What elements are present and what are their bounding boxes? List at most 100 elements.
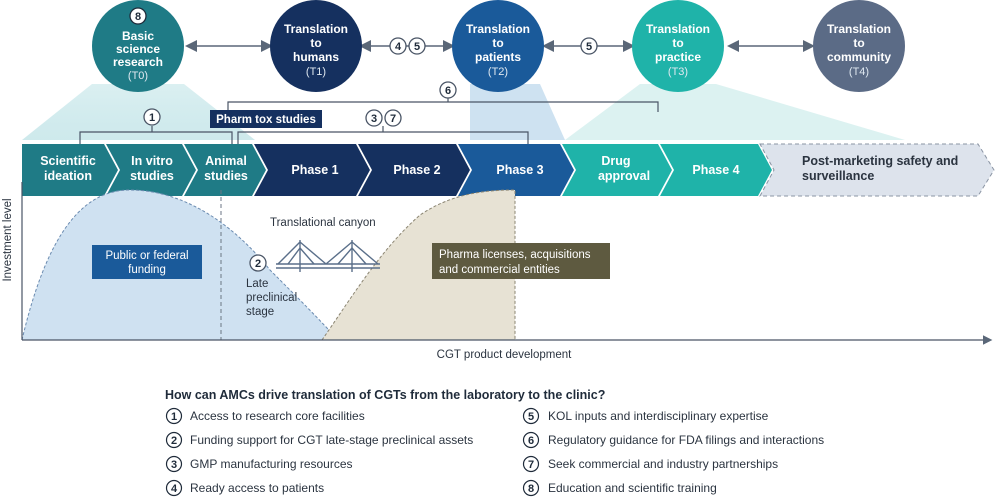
badge-4: 4 (389, 37, 407, 55)
svg-text:KOL inputs and interdisciplina: KOL inputs and interdisciplinary experti… (548, 409, 769, 423)
stage-label-6: Phase 3 (496, 163, 543, 177)
svg-text:Funding support for CGT late-s: Funding support for CGT late-stage precl… (190, 433, 473, 447)
badge-7: 7 (384, 109, 402, 127)
svg-text:4: 4 (395, 41, 402, 53)
stage-phase3 (458, 144, 574, 196)
stage-phase1 (254, 144, 370, 196)
svg-text:science: science (116, 42, 160, 56)
public-funding-box: Public or federal funding (92, 245, 202, 279)
svg-text:research: research (113, 55, 163, 69)
svg-text:GMP manufacturing resources: GMP manufacturing resources (190, 457, 353, 471)
svg-text:8: 8 (135, 11, 141, 23)
fan-t3 (565, 84, 905, 140)
svg-text:3: 3 (371, 113, 377, 125)
svg-text:Ready access to patients: Ready access to patients (190, 481, 324, 495)
bracket-37 (237, 126, 529, 144)
svg-text:1: 1 (149, 112, 155, 124)
stage-label-1b: ideation (44, 169, 92, 183)
svg-text:(T0): (T0) (128, 70, 148, 82)
badge-6: 6 (439, 81, 457, 102)
svg-text:to: to (672, 36, 683, 50)
bracket-1 (79, 126, 233, 144)
svg-text:humans: humans (293, 50, 339, 64)
pharma-curve (321, 189, 516, 341)
investment-plot: Investment level CGT product development… (2, 182, 993, 361)
stage-post-marketing (759, 143, 995, 197)
y-axis-label: Investment level (2, 198, 14, 281)
stage-label-2a: In vitro (131, 154, 173, 168)
svg-text:to: to (492, 36, 503, 50)
badge-5: 5 (408, 37, 426, 55)
svg-text:(T2): (T2) (488, 66, 508, 78)
svg-text:5: 5 (586, 41, 592, 53)
stage-label-8: Phase 4 (692, 163, 739, 177)
connector-badges: 4 5 5 (389, 37, 598, 55)
stage-scientific-ideation (22, 144, 118, 196)
svg-text:community: community (827, 50, 891, 64)
svg-text:funding: funding (128, 264, 166, 276)
late-preclinical-line2: preclinical (246, 292, 297, 304)
stage-drug-approval (562, 144, 672, 196)
svg-text:Pharma licenses, acquisitions: Pharma licenses, acquisitions (439, 249, 591, 261)
svg-text:and commercial entities: and commercial entities (439, 264, 560, 276)
stage-label-1a: Scientific (40, 154, 96, 168)
svg-text:to: to (853, 36, 864, 50)
svg-text:patients: patients (475, 50, 521, 64)
svg-text:Access to research core facili: Access to research core facilities (190, 409, 365, 423)
translational-canyon-label: Translational canyon (270, 217, 376, 229)
badge-2: 2 (249, 254, 267, 272)
circle-t3: Translation to practice (T3) (632, 0, 724, 92)
svg-text:(T4): (T4) (849, 66, 869, 78)
late-preclinical-line3: stage (246, 306, 274, 318)
fan-t2 (470, 84, 565, 140)
circle-t1: Translation to humans (T1) (270, 0, 362, 92)
svg-text:7: 7 (528, 459, 534, 471)
list-item-7: 7 Seek commercial and industry partnersh… (522, 455, 778, 473)
list-item-1: 1 Access to research core facilities (165, 407, 365, 425)
svg-text:Translation: Translation (827, 22, 891, 36)
list-item-2: 2 Funding support for CGT late-stage pre… (165, 431, 473, 449)
stage-band: Scientific ideation In vitro studies Ani… (22, 143, 995, 197)
stage-label-7b: approval (598, 169, 650, 183)
amc-question-section: How can AMCs drive translation of CGTs f… (165, 388, 824, 497)
svg-text:6: 6 (528, 435, 534, 447)
svg-text:to: to (310, 36, 321, 50)
svg-text:(T3): (T3) (668, 66, 688, 78)
svg-text:Seek commercial and industry p: Seek commercial and industry partnership… (548, 457, 778, 471)
fan-shapes (22, 84, 905, 140)
svg-text:Education and scientific train: Education and scientific training (548, 481, 717, 495)
svg-text:Translation: Translation (646, 22, 710, 36)
stage-label-4: Phase 1 (291, 163, 338, 177)
svg-text:practice: practice (655, 50, 701, 64)
svg-text:Regulatory guidance for FDA fi: Regulatory guidance for FDA filings and … (548, 433, 824, 447)
svg-text:6: 6 (445, 85, 451, 97)
list-item-8: 8 Education and scientific training (522, 479, 717, 497)
late-preclinical-line1: Late (246, 278, 268, 290)
list-item-6: 6 Regulatory guidance for FDA filings an… (522, 431, 824, 449)
svg-text:Public or federal: Public or federal (105, 250, 188, 262)
stage-label-3b: studies (204, 169, 248, 183)
list-item-4: 4 Ready access to patients (165, 479, 324, 497)
svg-text:1: 1 (171, 411, 177, 423)
pharma-box: Pharma licenses, acquisitions and commer… (432, 243, 610, 279)
stage-label-3a: Animal (205, 154, 247, 168)
bracket-6 (227, 101, 659, 112)
stage-label-7a: Drug (601, 154, 630, 168)
stage-phase4 (660, 144, 772, 196)
svg-text:4: 4 (171, 483, 178, 495)
stage-label-9a: Post-marketing safety and (802, 154, 958, 168)
svg-text:5: 5 (528, 411, 534, 423)
svg-text:2: 2 (171, 435, 177, 447)
question-title: How can AMCs drive translation of CGTs f… (165, 388, 605, 402)
stage-in-vitro (106, 144, 196, 196)
circle-t4: Translation to community (T4) (813, 0, 905, 92)
circle-t0: Basic science research (T0) 8 (92, 0, 184, 92)
badge-1: 1 (143, 108, 161, 126)
svg-text:3: 3 (171, 459, 177, 471)
badge-5-t3: 5 (580, 37, 598, 55)
stage-label-2b: studies (130, 169, 174, 183)
stage-label-5: Phase 2 (393, 163, 440, 177)
svg-text:5: 5 (414, 41, 420, 53)
svg-text:(T1): (T1) (306, 66, 326, 78)
